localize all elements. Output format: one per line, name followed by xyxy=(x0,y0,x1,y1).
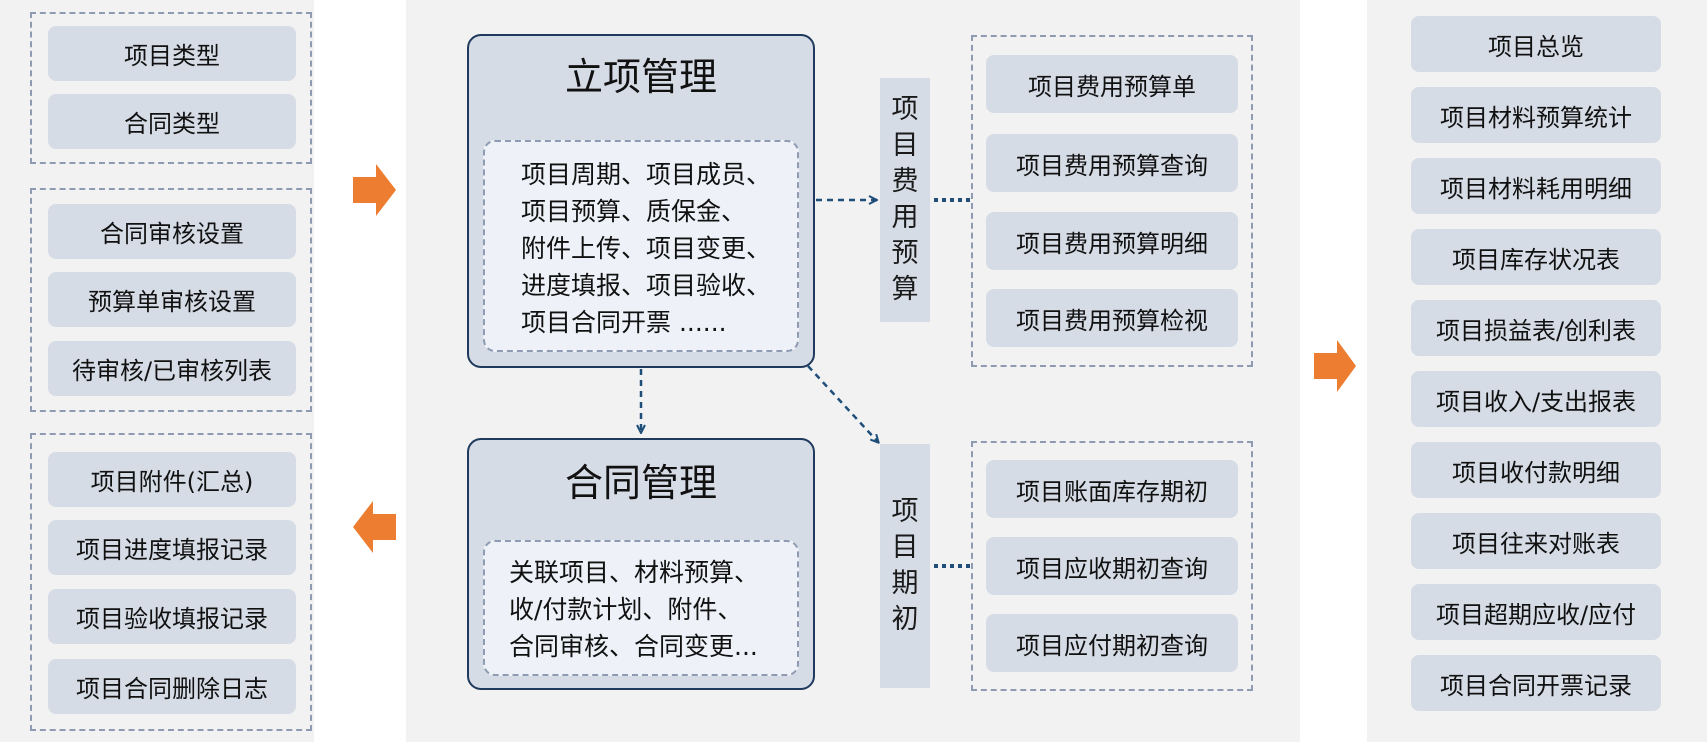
report-item[interactable]: 项目总览 xyxy=(1411,16,1661,72)
budget-item-query[interactable]: 项目费用预算查询 xyxy=(986,134,1238,192)
initial-item-payable[interactable]: 项目应付期初查询 xyxy=(986,614,1238,672)
project-setup-title: 立项管理 xyxy=(564,55,717,99)
report-item[interactable]: 项目损益表/创利表 xyxy=(1411,300,1661,356)
project-setup-line: 项目预算、质保金、 xyxy=(521,197,747,226)
left-item-contract-audit-setting[interactable]: 合同审核设置 xyxy=(48,204,296,259)
contract-mgmt-features: 关联项目、材料预算、 收/付款计划、附件、 合同审核、合同变更... xyxy=(483,540,799,676)
contract-mgmt-box: 合同管理 关联项目、材料预算、 收/付款计划、附件、 合同审核、合同变更... xyxy=(467,438,815,690)
project-setup-line: 附件上传、项目变更、 xyxy=(521,234,772,263)
report-item[interactable]: 项目材料耗用明细 xyxy=(1411,158,1661,214)
budget-label-char: 预 xyxy=(891,238,919,269)
left-group-audit xyxy=(30,188,312,412)
contract-mgmt-line: 合同审核、合同变更... xyxy=(509,632,758,661)
project-setup-line: 项目合同开票 ...... xyxy=(521,308,727,337)
budget-item-sheet[interactable]: 项目费用预算单 xyxy=(986,55,1238,113)
contract-mgmt-line: 关联项目、材料预算、 xyxy=(509,558,760,587)
left-item-progress-records[interactable]: 项目进度填报记录 xyxy=(48,520,296,575)
left-item-attachments[interactable]: 项目附件(汇总) xyxy=(48,452,296,507)
project-setup-features: 项目周期、项目成员、 项目预算、质保金、 附件上传、项目变更、 进度填报、项目验… xyxy=(483,140,799,352)
project-setup-box: 立项管理 项目周期、项目成员、 项目预算、质保金、 附件上传、项目变更、 进度填… xyxy=(467,34,815,368)
project-setup-line: 项目周期、项目成员、 xyxy=(521,160,772,189)
report-item[interactable]: 项目收入/支出报表 xyxy=(1411,371,1661,427)
initial-vertical-label: 项 目 期 初 xyxy=(880,444,930,688)
left-item-deletion-log[interactable]: 项目合同删除日志 xyxy=(48,659,296,714)
initial-label-char: 目 xyxy=(891,532,919,563)
budget-vertical-label: 项 目 费 用 预 算 xyxy=(880,78,930,322)
initial-label-char: 项 xyxy=(891,496,919,527)
right-arrow-icon xyxy=(1314,340,1356,392)
initial-label-char: 期 xyxy=(891,568,919,599)
initial-item-inventory[interactable]: 项目账面库存期初 xyxy=(986,460,1238,518)
left-item-acceptance-records[interactable]: 项目验收填报记录 xyxy=(48,589,296,644)
report-item[interactable]: 项目材料预算统计 xyxy=(1411,87,1661,143)
left-item-budget-audit-setting[interactable]: 预算单审核设置 xyxy=(48,272,296,327)
right-arrow-icon xyxy=(353,164,396,216)
budget-items-group xyxy=(971,35,1253,367)
project-setup-line: 进度填报、项目验收、 xyxy=(521,271,772,300)
report-item[interactable]: 项目超期应收/应付 xyxy=(1411,584,1661,640)
left-arrow-icon xyxy=(353,501,396,553)
left-item-project-type[interactable]: 项目类型 xyxy=(48,26,296,81)
report-item[interactable]: 项目库存状况表 xyxy=(1411,229,1661,285)
initial-label-char: 初 xyxy=(891,604,919,635)
left-group-types xyxy=(30,12,312,164)
initial-items-group xyxy=(971,441,1253,691)
left-item-contract-type[interactable]: 合同类型 xyxy=(48,94,296,149)
budget-label-char: 算 xyxy=(891,274,919,305)
report-item[interactable]: 项目往来对账表 xyxy=(1411,513,1661,569)
connector-setup-to-initial xyxy=(807,365,878,442)
left-group-records xyxy=(30,433,312,731)
report-item[interactable]: 项目收付款明细 xyxy=(1411,442,1661,498)
contract-mgmt-title: 合同管理 xyxy=(564,461,717,505)
budget-label-char: 用 xyxy=(891,202,919,233)
budget-item-detail[interactable]: 项目费用预算明细 xyxy=(986,212,1238,270)
initial-item-receivable[interactable]: 项目应收期初查询 xyxy=(986,537,1238,595)
budget-item-review[interactable]: 项目费用预算检视 xyxy=(986,289,1238,347)
contract-mgmt-line: 收/付款计划、附件、 xyxy=(509,595,743,624)
report-item[interactable]: 项目合同开票记录 xyxy=(1411,655,1661,711)
budget-label-char: 费 xyxy=(891,166,919,197)
budget-label-char: 项 xyxy=(891,94,919,125)
budget-label-char: 目 xyxy=(891,130,919,161)
left-item-audit-list[interactable]: 待审核/已审核列表 xyxy=(48,341,296,396)
